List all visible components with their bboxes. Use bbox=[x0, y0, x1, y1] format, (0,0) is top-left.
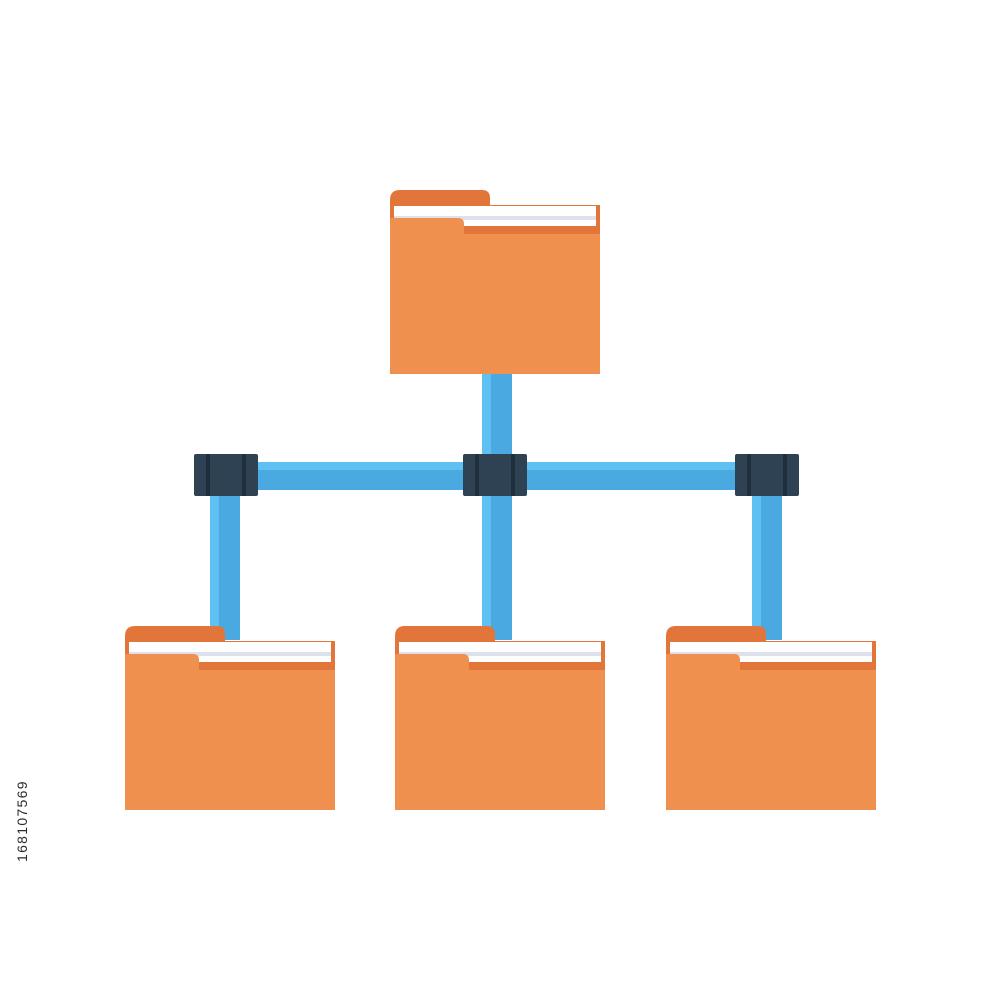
pipe-vertical-hl-parent bbox=[482, 372, 491, 466]
folder-icon bbox=[125, 626, 335, 810]
pipe-vertical-hl-left bbox=[210, 488, 219, 640]
pipe-joint-icon bbox=[194, 454, 258, 496]
connector-pipes bbox=[210, 372, 782, 640]
pipe-joint-icon bbox=[463, 454, 527, 496]
pipe-joint-icon bbox=[735, 454, 799, 496]
folder-icon bbox=[390, 190, 600, 374]
pipe-vertical-hl-middle bbox=[482, 488, 491, 640]
folder-icon bbox=[395, 626, 605, 810]
pipe-vertical-hl-right bbox=[752, 488, 761, 640]
folder-icon bbox=[666, 626, 876, 810]
stock-image-id: 168107569 bbox=[14, 780, 30, 862]
pipe-joints bbox=[194, 454, 799, 496]
